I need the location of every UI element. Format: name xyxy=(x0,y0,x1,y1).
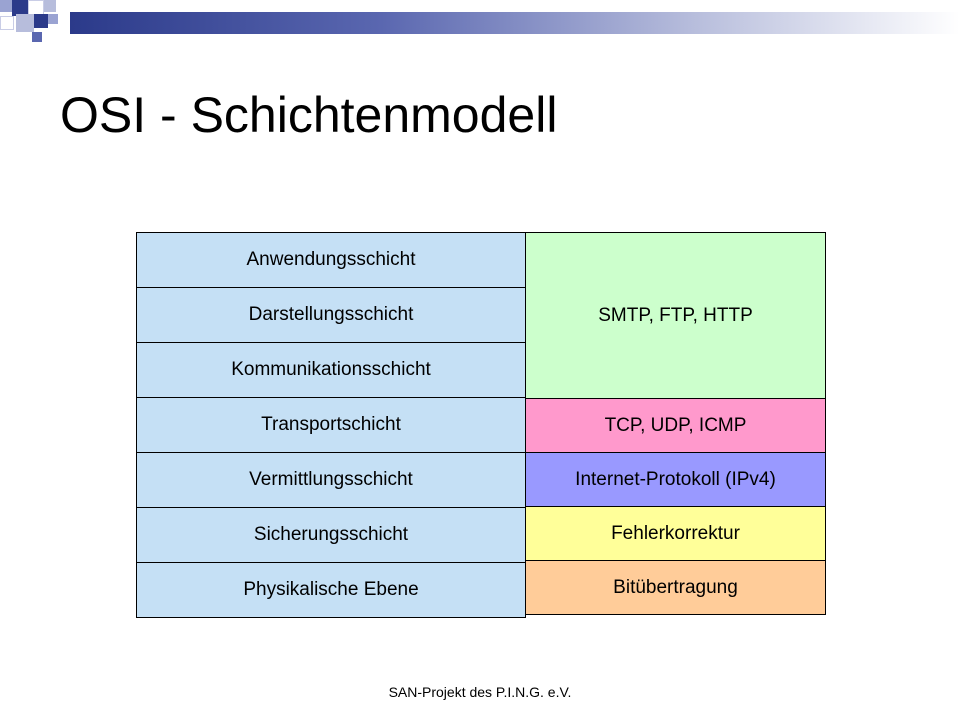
decoration-square xyxy=(16,14,34,32)
protocols-column: SMTP, FTP, HTTP TCP, UDP, ICMP Internet-… xyxy=(525,232,826,615)
layer-physical: Physikalische Ebene xyxy=(136,562,526,618)
header-decoration-bar xyxy=(70,12,960,34)
protocol-application-group: SMTP, FTP, HTTP xyxy=(525,232,826,399)
decoration-square xyxy=(0,0,12,12)
protocol-physical: Bitübertragung xyxy=(525,560,826,615)
layer-data-link: Sicherungsschicht xyxy=(136,507,526,563)
osi-layers-column: Anwendungsschicht Darstellungsschicht Ko… xyxy=(136,232,526,618)
decoration-square xyxy=(48,14,58,24)
decoration-square xyxy=(34,14,48,28)
decoration-square xyxy=(32,32,42,42)
decoration-square xyxy=(0,16,14,30)
layer-presentation: Darstellungsschicht xyxy=(136,287,526,343)
protocol-transport: TCP, UDP, ICMP xyxy=(525,398,826,453)
protocol-network: Internet-Protokoll (IPv4) xyxy=(525,452,826,507)
decoration-square xyxy=(12,0,28,16)
decoration-square xyxy=(44,0,56,12)
slide-title: OSI - Schichtenmodell xyxy=(60,87,558,143)
layer-session: Kommunikationsschicht xyxy=(136,342,526,398)
layer-application: Anwendungsschicht xyxy=(136,232,526,288)
slide-footer: SAN-Projekt des P.I.N.G. e.V. xyxy=(388,684,572,700)
layer-transport: Transportschicht xyxy=(136,397,526,453)
protocol-data-link: Fehlerkorrektur xyxy=(525,506,826,561)
layer-network: Vermittlungsschicht xyxy=(136,452,526,508)
